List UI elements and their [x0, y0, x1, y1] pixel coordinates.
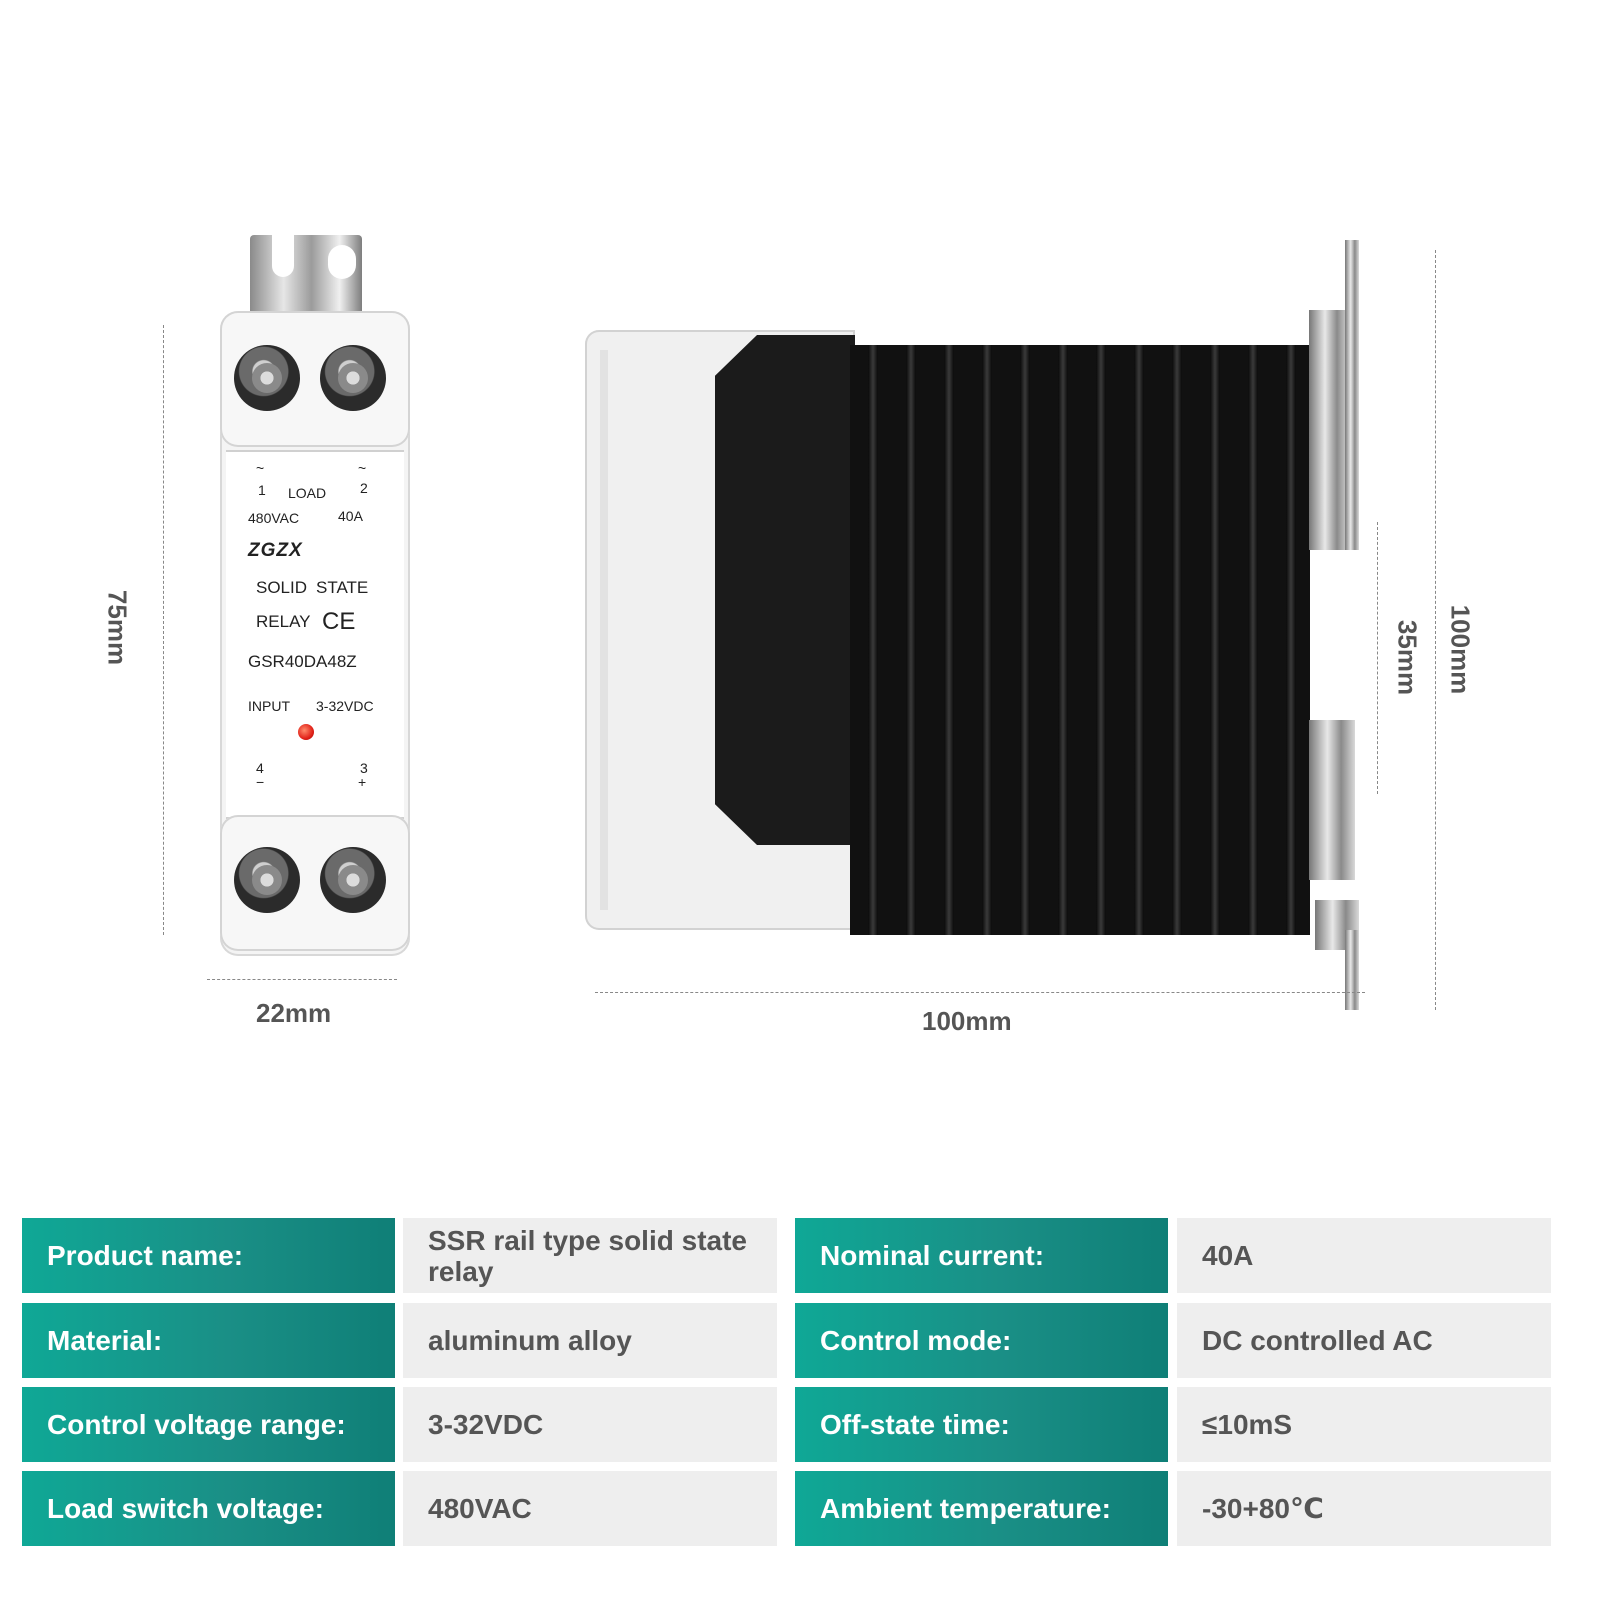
load-right-symbol: ~	[358, 460, 367, 476]
screw-terminal-1	[234, 345, 300, 411]
screw-terminal-4	[234, 847, 300, 913]
term4-sign: −	[256, 774, 265, 790]
relay-side-view	[585, 240, 1375, 1010]
spec-label-load-voltage: Load switch voltage:	[22, 1471, 395, 1546]
spec-value-load-voltage: 480VAC	[403, 1471, 777, 1546]
model-number: GSR40DA48Z	[248, 652, 357, 671]
side-height-line	[1435, 250, 1436, 1010]
spec-label-control-mode: Control mode:	[795, 1303, 1168, 1378]
load-left-symbol: ~	[256, 460, 265, 476]
front-width-line	[207, 979, 397, 980]
ce-mark: CE	[322, 608, 356, 635]
rail-height-line	[1377, 522, 1378, 794]
front-height-label: 75mm	[102, 589, 133, 666]
side-width-line	[595, 992, 1365, 993]
side-height-label: 100mm	[1445, 604, 1476, 695]
front-width-label: 22mm	[256, 998, 332, 1028]
relay-label-panel: ~ 1 LOAD ~ 2 480VAC 40A ZGZX SOLID STATE…	[226, 450, 404, 819]
spec-value-material: aluminum alloy	[403, 1303, 777, 1378]
spec-value-ambient-temp: -30+80℃	[1177, 1471, 1551, 1546]
heatsink	[850, 345, 1310, 935]
spec-label-material: Material:	[22, 1303, 395, 1378]
current-rating: 40A	[338, 508, 363, 524]
input-range: 3-32VDC	[316, 698, 374, 714]
term4-num: 4	[256, 760, 264, 776]
term3-num: 3	[360, 760, 368, 776]
brand-logo: ZGZX	[248, 540, 303, 561]
load-left-num: 1	[258, 482, 266, 498]
state-text: STATE	[316, 578, 369, 597]
voltage-rating: 480VAC	[248, 510, 300, 526]
spec-value-product-name: SSR rail type solid state relay	[403, 1218, 777, 1293]
spec-value-control-mode: DC controlled AC	[1177, 1303, 1551, 1378]
side-width-label: 100mm	[922, 1006, 1012, 1036]
status-led	[298, 724, 314, 740]
rail-height-label: 35mm	[1392, 619, 1423, 696]
load-right-num: 2	[360, 480, 368, 496]
front-height-line	[163, 325, 164, 935]
spec-label-ambient-temp: Ambient temperature:	[795, 1471, 1168, 1546]
spec-label-off-state-time: Off-state time:	[795, 1387, 1168, 1462]
load-text: LOAD	[288, 485, 327, 501]
spec-label-product-name: Product name:	[22, 1218, 395, 1293]
din-rail-clip	[250, 235, 362, 313]
spec-value-off-state-time: ≤10mS	[1177, 1387, 1551, 1462]
input-text: INPUT	[248, 698, 290, 714]
solid-text: SOLID	[256, 578, 308, 597]
relay-text: RELAY	[256, 612, 311, 631]
spec-value-nominal-current: 40A	[1177, 1218, 1551, 1293]
screw-terminal-2	[320, 345, 386, 411]
input-terminal-block	[220, 815, 410, 951]
screw-terminal-3	[320, 847, 386, 913]
spec-label-nominal-current: Nominal current:	[795, 1218, 1168, 1293]
load-terminal-block	[220, 311, 410, 447]
spec-label-control-voltage: Control voltage range:	[22, 1387, 395, 1462]
side-cover	[715, 335, 855, 845]
term3-sign: +	[358, 774, 367, 790]
relay-front-view: ~ 1 LOAD ~ 2 480VAC 40A ZGZX SOLID STATE…	[220, 235, 410, 965]
din-rail-bracket	[1305, 240, 1363, 1010]
spec-value-control-voltage: 3-32VDC	[403, 1387, 777, 1462]
